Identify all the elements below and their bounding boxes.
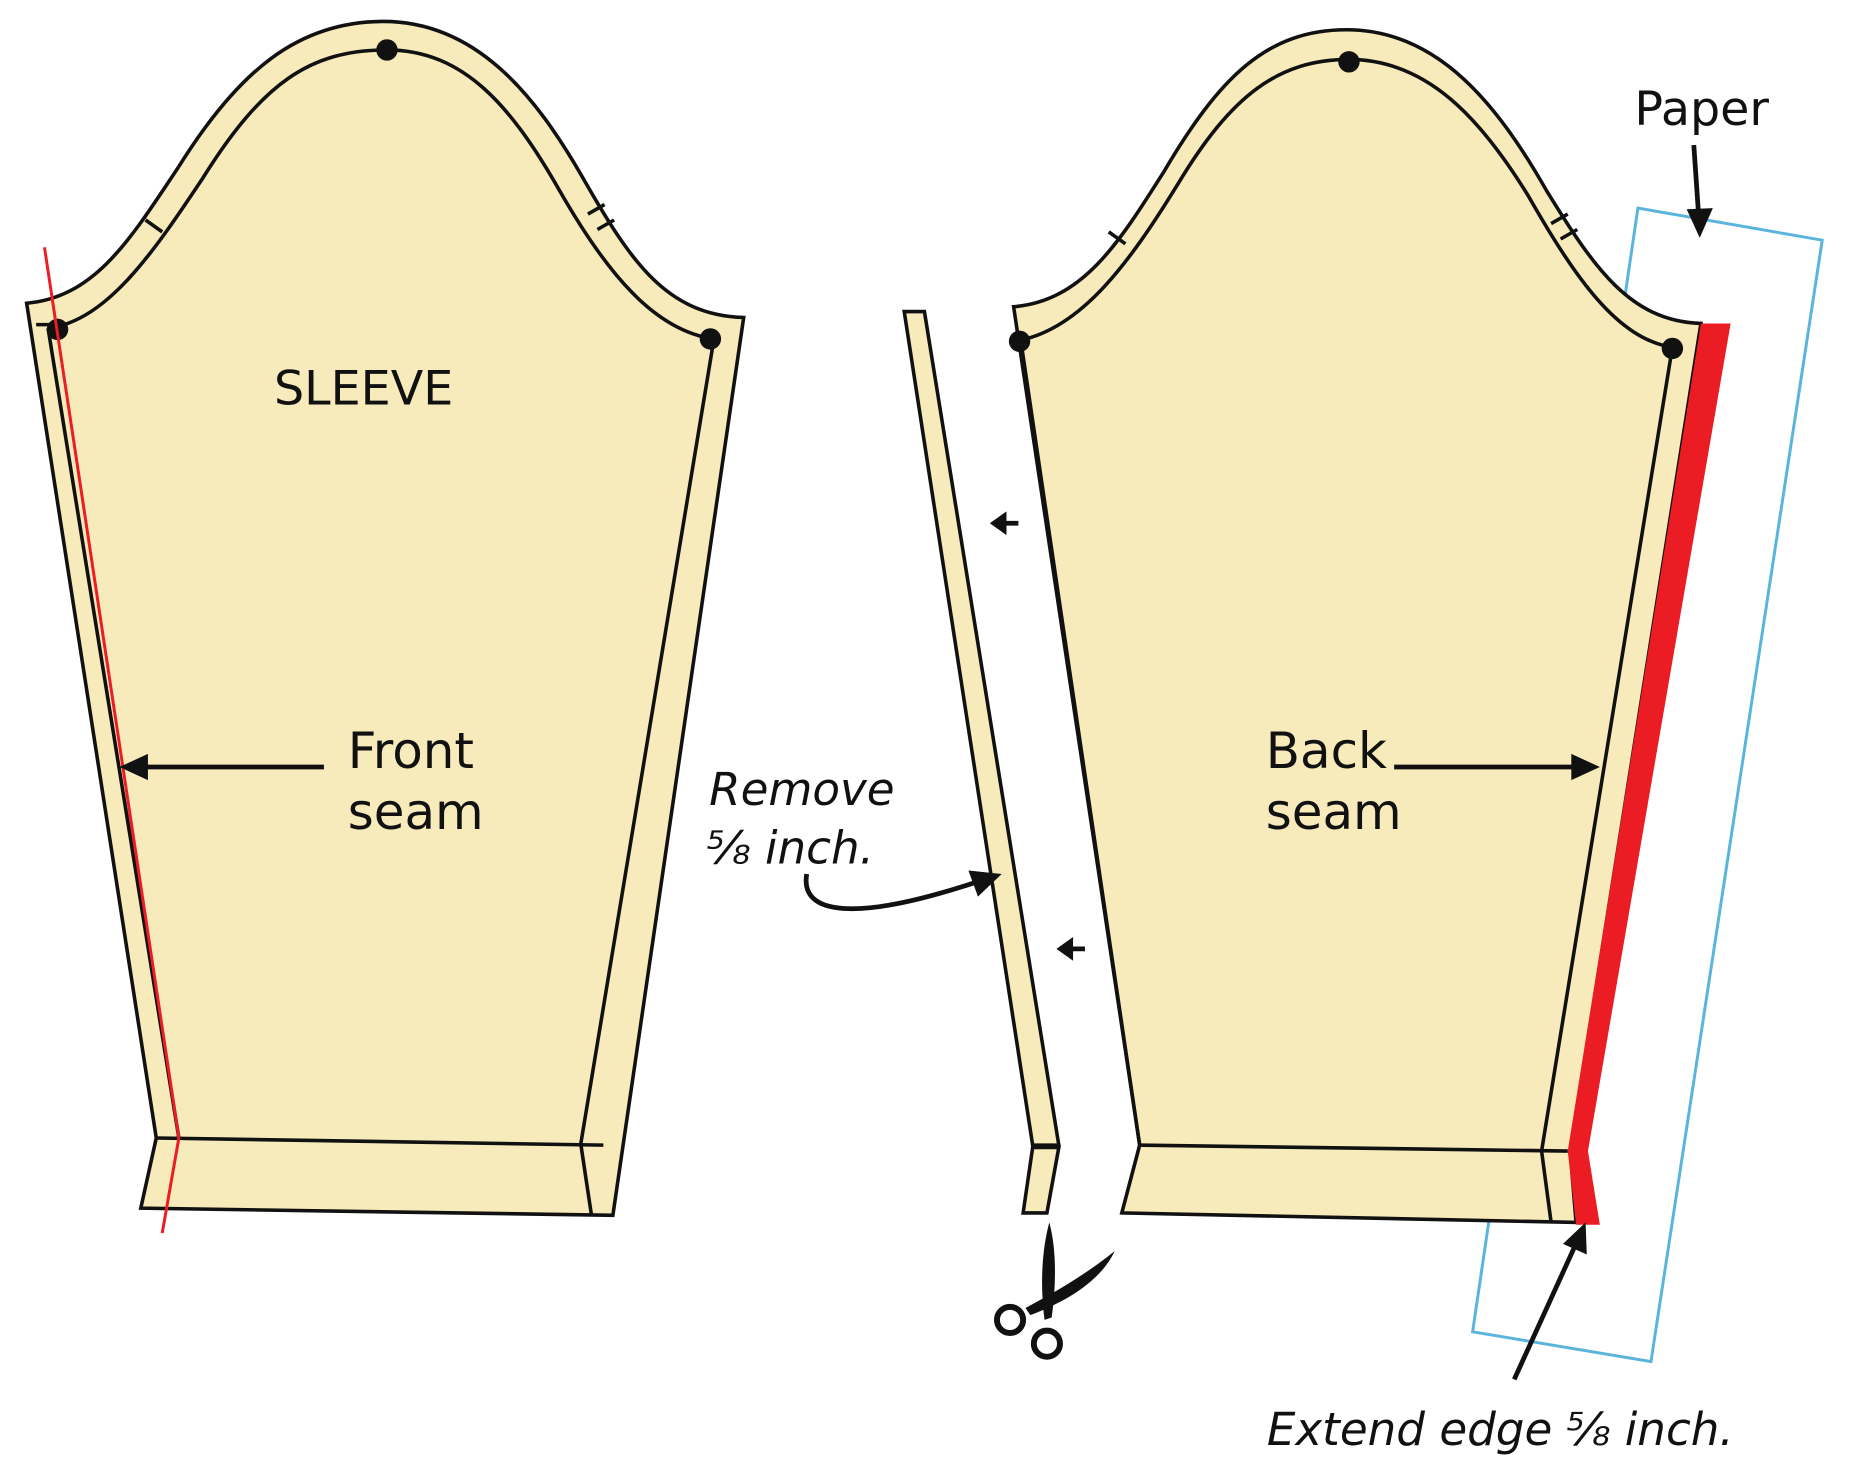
strip-hem [1021,1145,1061,1215]
new-seam-red-line [43,247,181,1139]
front-hemline [156,1136,604,1147]
back-left-seamline [1018,339,1142,1146]
extend-label: Extend edge ⅝ inch. [1267,1403,1734,1456]
remove-arrow [803,873,977,912]
paper-arrowhead [1686,208,1713,238]
notch-mark [1559,227,1579,241]
back-sleeve-outline [1011,27,1704,1225]
back-right-seamline [1539,346,1675,1152]
sleeve-label: SLEEVE [274,361,453,416]
removed-strip: Remove ⅝ inch. [707,309,1115,1360]
strip-body [902,309,1061,1147]
underarm-dot [1661,337,1684,360]
notch-mark [1550,212,1569,226]
back-seam-arrowhead [1571,753,1600,781]
paper-arrow [1691,144,1701,215]
shoulder-dot [376,39,398,61]
front-seam-label-1: Front [348,722,474,780]
added-red-strip [1567,323,1731,1225]
front-hem-fold [579,1143,594,1216]
front-right-seamline [579,338,716,1145]
paper-label: Paper [1634,82,1769,137]
notch-mark [596,218,615,232]
remove-label-2: ⅝ inch. [707,821,874,874]
back-sleeve-piece: Back seam Paper Extend edge ⅝ inch. [1008,27,1824,1456]
notch-mark [144,218,164,234]
remove-arrowhead [968,870,1002,897]
extend-arrow [1512,1245,1578,1381]
back-seam-label-1: Back [1266,722,1387,780]
front-sleeve-outline [24,19,746,1218]
new-seam-red-line-hem [160,1137,181,1234]
back-seam-label-2: seam [1266,783,1402,841]
front-seam-arrowhead [119,753,148,781]
back-hemline [1139,1143,1568,1153]
scissors-icon [993,1222,1115,1360]
shoulder-dot [1338,51,1360,73]
small-arrow-left [1056,937,1074,961]
notch-mark [1107,230,1127,246]
front-sleeve-piece: SLEEVE Front seam [24,19,746,1234]
underarm-dot [1008,330,1031,352]
underarm-dot [699,328,722,350]
notch-mark [587,202,606,216]
front-seam-label-2: seam [348,783,484,841]
remove-label-1: Remove [709,763,894,816]
small-arrow-left [989,511,1007,536]
back-hem-fold [1539,1150,1553,1223]
extend-arrowhead [1562,1222,1587,1255]
